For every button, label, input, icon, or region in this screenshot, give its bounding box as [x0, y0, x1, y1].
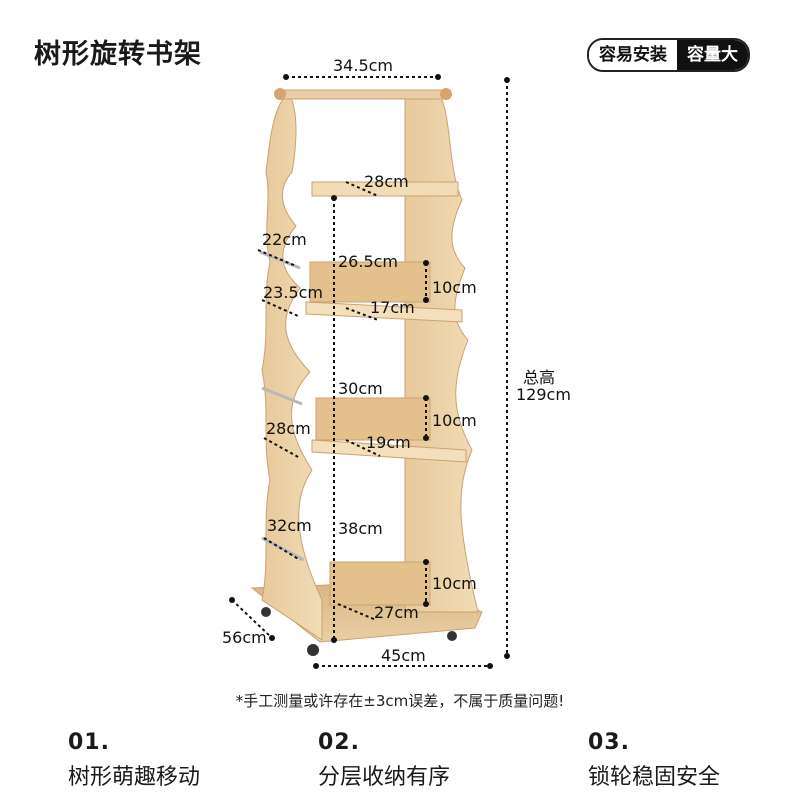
- shelf-2-bottom: [305, 301, 463, 323]
- label-base-depth: 56cm: [222, 628, 267, 647]
- top-rail: [279, 89, 449, 100]
- page-title: 树形旋转书架: [34, 39, 202, 70]
- dim-dot: [283, 74, 289, 80]
- label-base-width: 45cm: [381, 646, 426, 665]
- shelf-3-bottom: [311, 439, 467, 463]
- label-shelf4-height: 10cm: [432, 574, 477, 593]
- dim-dot: [423, 260, 429, 266]
- label-shelf4-depth: 27cm: [374, 603, 419, 622]
- feature-number: 01.: [68, 730, 110, 755]
- dim-dot: [423, 297, 429, 303]
- rail-knob: [440, 88, 452, 100]
- dim-dot: [423, 435, 429, 441]
- feature-3: 03. 锁轮稳固安全: [588, 730, 720, 791]
- feature-number: 03.: [588, 730, 630, 755]
- label-total-height: 129cm: [516, 385, 571, 404]
- feature-label: 锁轮稳固安全: [588, 765, 721, 790]
- dim-dot: [435, 74, 441, 80]
- measurement-note: *手工测量或许存在±3cm误差，不属于质量问题!: [235, 692, 565, 710]
- feature-1: 01. 树形萌趣移动: [68, 730, 200, 791]
- feature-badges: 容易安装 容量大: [587, 38, 750, 72]
- label-shelf3-depth: 19cm: [366, 433, 411, 452]
- dim-dot: [423, 559, 429, 565]
- feature-label: 树形萌趣移动: [68, 765, 201, 790]
- label-total-height-title: 总高: [523, 368, 556, 387]
- label-shelf2-width: 26.5cm: [338, 252, 399, 271]
- badge-large-capacity: 容量大: [677, 40, 748, 70]
- dim-line-shelf2-side: [257, 249, 297, 267]
- label-shelf4-gap: 38cm: [338, 519, 383, 538]
- shelf-4: [329, 561, 431, 606]
- label-shelf2-depth: 17cm: [370, 298, 415, 317]
- dim-dot: [331, 637, 337, 643]
- dim-dot: [423, 395, 429, 401]
- dim-dot: [229, 597, 235, 603]
- rail-knob: [274, 88, 286, 100]
- dim-dot: [313, 663, 319, 669]
- caster-wheel: [447, 631, 457, 641]
- caster-wheel: [307, 644, 319, 656]
- label-shelf3-height: 10cm: [432, 411, 477, 430]
- label-shelf1-width: 28cm: [364, 172, 409, 191]
- dim-dot: [487, 663, 493, 669]
- left-side-panel: [261, 91, 323, 641]
- dim-line-shelf4-depth: [337, 603, 377, 621]
- dim-line-shelf3-side: [263, 437, 301, 459]
- badge-easy-install: 容易安装: [589, 40, 677, 70]
- right-side-panel: [404, 94, 479, 613]
- shelf-2: [309, 261, 431, 303]
- feature-number: 02.: [318, 730, 360, 755]
- dim-dot: [423, 601, 429, 607]
- label-shelf2-height: 10cm: [432, 278, 477, 297]
- dim-line-shelf2-depth-side: [261, 299, 299, 317]
- label-shelf2-side: 22cm: [262, 230, 307, 249]
- shelf-1: [311, 181, 459, 197]
- dim-line-shelf4-side: [263, 537, 301, 561]
- dim-dot: [504, 653, 510, 659]
- feature-label: 分层收纳有序: [318, 765, 451, 790]
- dim-dot: [331, 195, 337, 201]
- label-shelf3-gap: 30cm: [338, 379, 383, 398]
- shelf-3: [315, 397, 431, 441]
- dim-dot: [504, 77, 510, 83]
- feature-2: 02. 分层收纳有序: [318, 730, 450, 791]
- label-top-width: 34.5cm: [333, 56, 394, 75]
- caster-wheel: [261, 607, 271, 617]
- label-shelf4-side: 32cm: [267, 516, 312, 535]
- dim-dot: [269, 635, 275, 641]
- label-shelf3-side: 28cm: [266, 419, 311, 438]
- dim-line-shelf3-depth: [345, 439, 381, 457]
- label-shelf2-depth-side: 23.5cm: [263, 283, 324, 302]
- metal-bar: [261, 386, 303, 406]
